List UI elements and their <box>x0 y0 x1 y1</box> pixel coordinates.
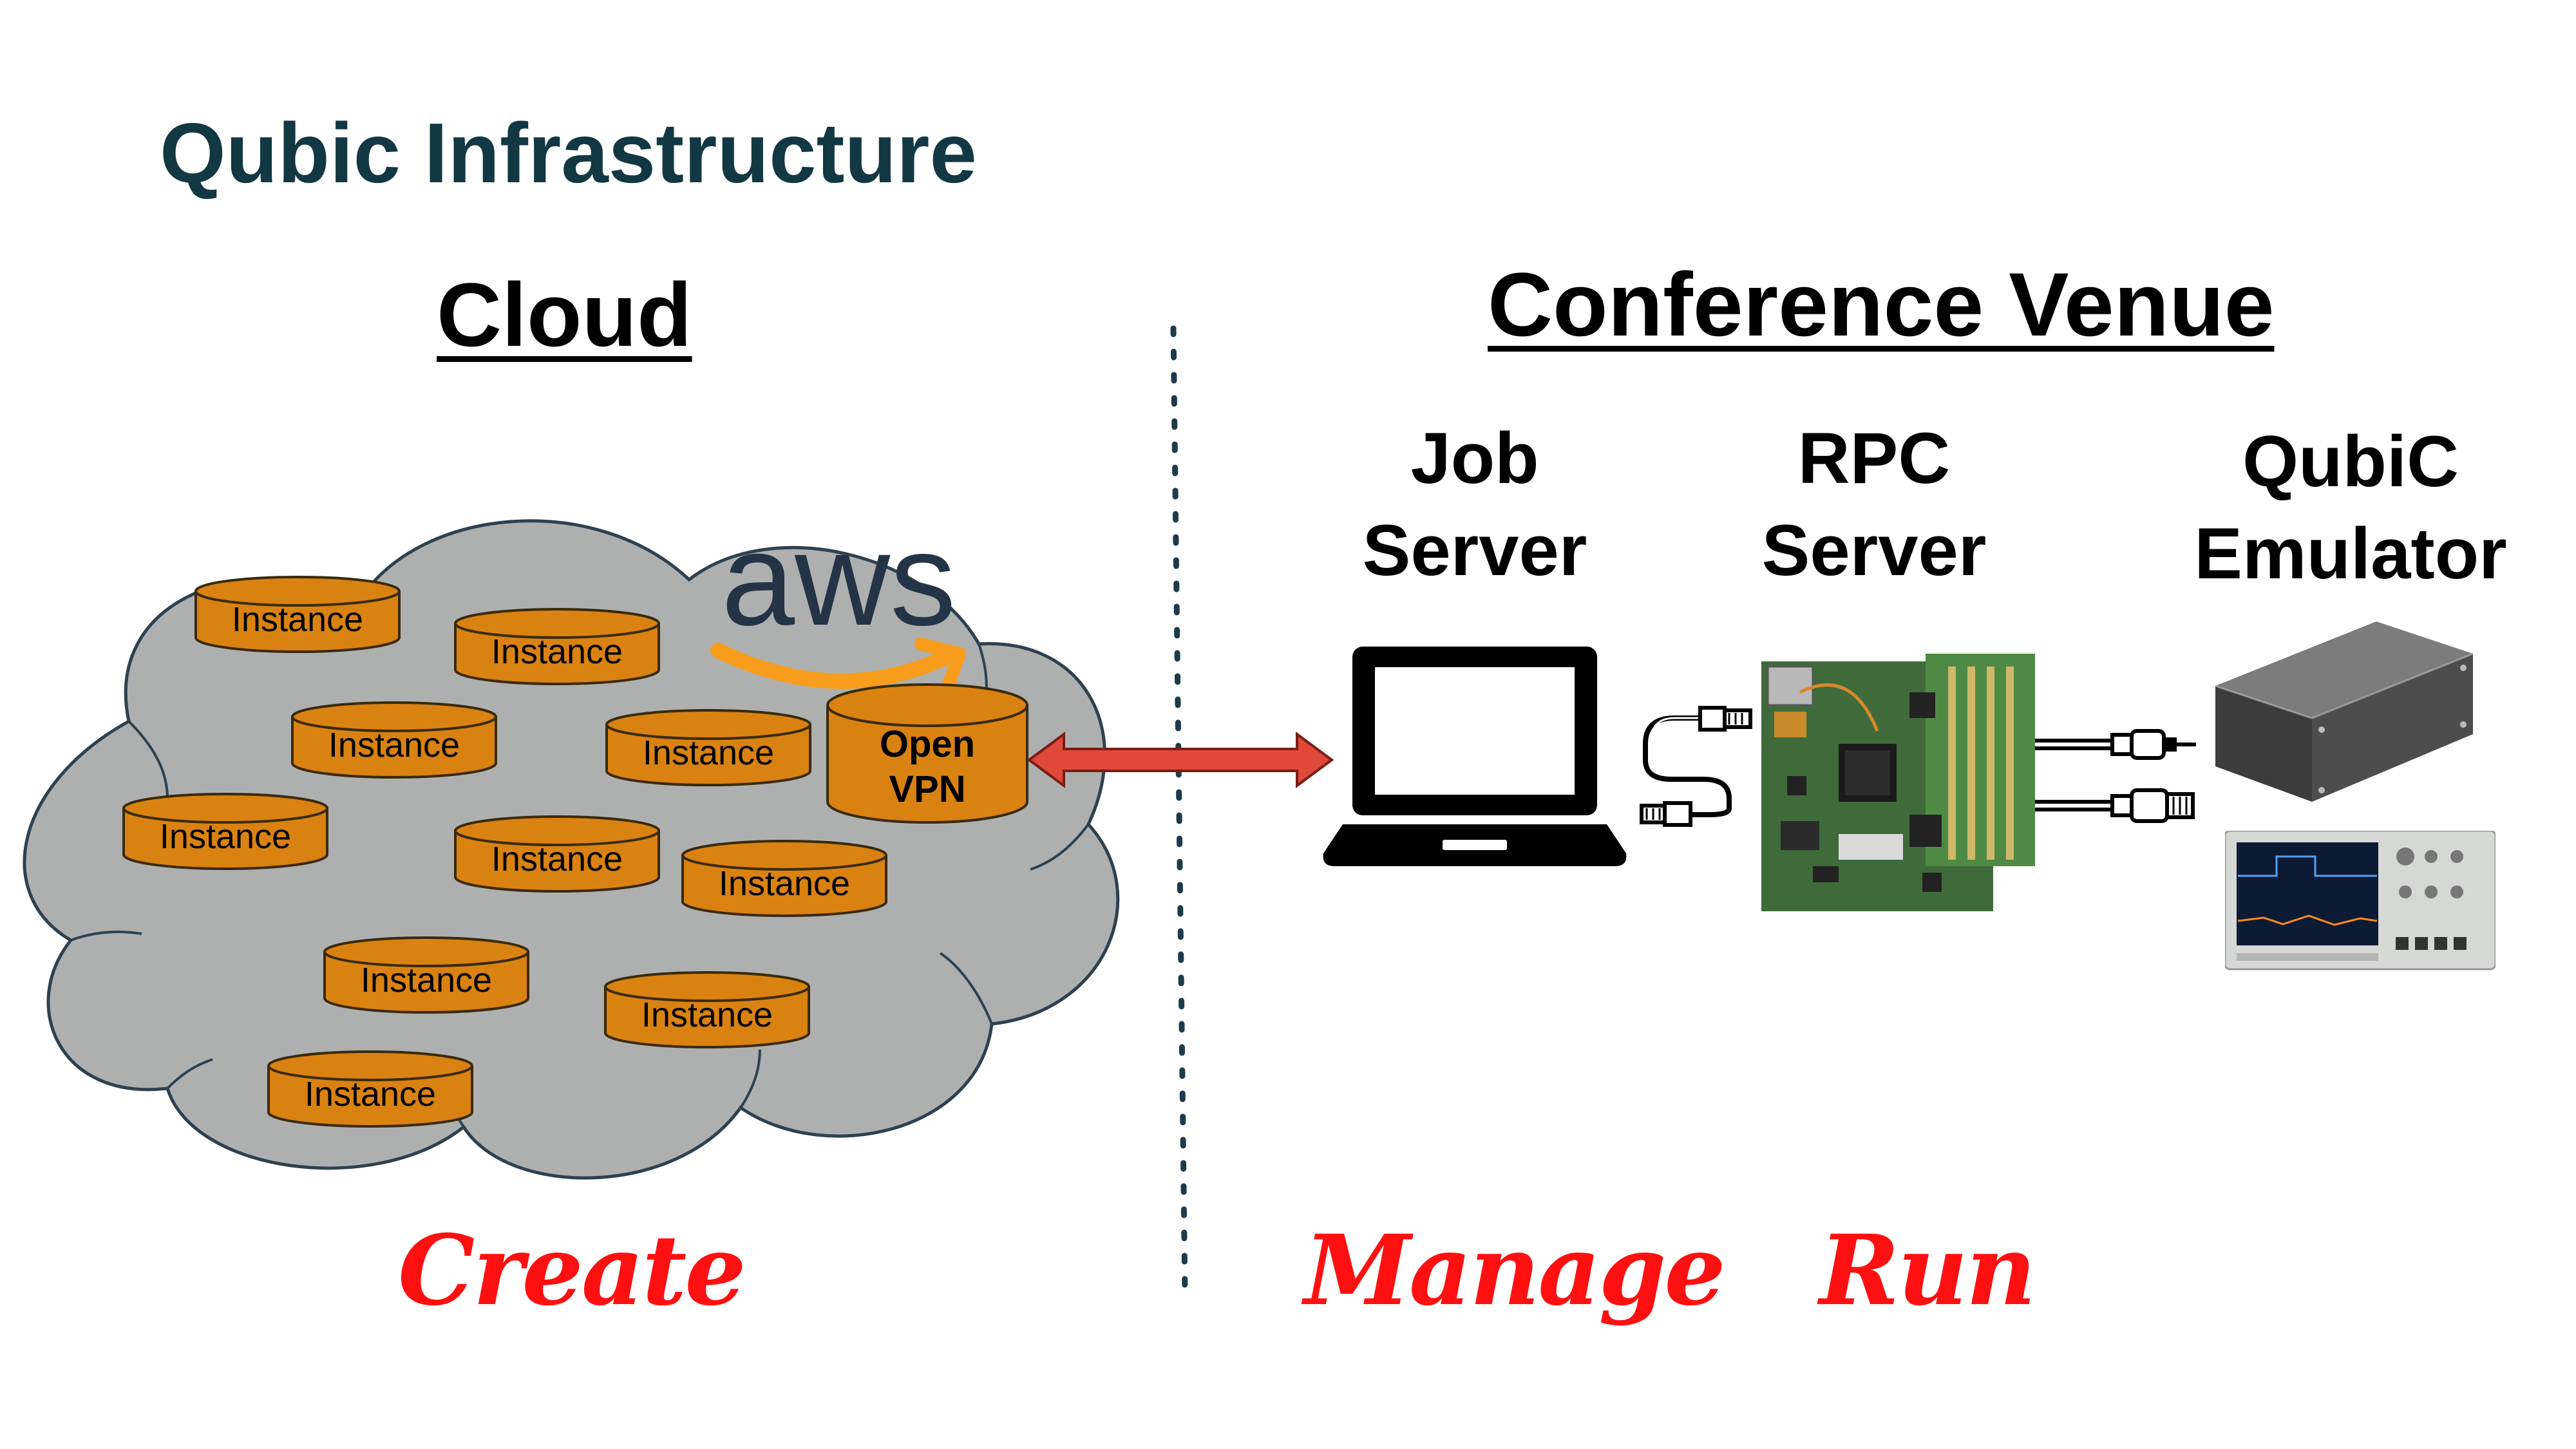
dotted-divider <box>1170 325 1188 1298</box>
create-label: Create <box>398 1214 746 1327</box>
instance-label: Instance <box>641 996 773 1034</box>
instance-label: Instance <box>232 600 363 639</box>
instance-cylinder: Instance <box>454 815 660 893</box>
instance-label: Instance <box>491 840 623 878</box>
aws-logo-text: aws <box>721 506 956 653</box>
instance-cylinder: Instance <box>604 971 810 1048</box>
oscilloscope-image <box>2225 831 2496 971</box>
instance-cylinder: Instance <box>323 936 529 1014</box>
openvpn-cylinder: Open VPN <box>826 683 1028 824</box>
conference-venue-heading: Conference Venue <box>1488 254 2275 355</box>
instance-label: Instance <box>491 632 623 671</box>
coax-cable-icon <box>2035 729 2196 823</box>
openvpn-label-line2: VPN <box>889 768 965 810</box>
aws-logo: aws <box>710 506 966 696</box>
instance-cylinder: Instance <box>605 709 811 786</box>
ethernet-cable-icon <box>1640 706 1752 827</box>
manage-label: Manage <box>1304 1214 1726 1327</box>
instance-label: Instance <box>643 734 774 772</box>
instance-label: Instance <box>719 864 850 903</box>
run-label: Run <box>1819 1214 2036 1327</box>
instance-cylinder: Instance <box>194 576 401 653</box>
instance-label: Instance <box>305 1075 436 1113</box>
openvpn-label-line1: Open <box>880 723 975 765</box>
bidirectional-arrow <box>1027 732 1334 788</box>
laptop-icon <box>1323 647 1627 866</box>
instance-cylinder: Instance <box>267 1050 473 1128</box>
page-title: Qubic Infrastructure <box>160 106 977 200</box>
emulator-enclosure-image <box>2215 621 2474 802</box>
instance-label: Instance <box>328 726 460 764</box>
cloud-heading: Cloud <box>437 264 692 365</box>
instance-cylinder: Instance <box>291 701 497 779</box>
instance-cylinder: Instance <box>122 793 328 870</box>
instance-label: Instance <box>361 961 492 999</box>
instance-cylinder: Instance <box>681 840 887 917</box>
instance-label: Instance <box>160 817 291 856</box>
fpga-board-image <box>1761 654 2035 911</box>
instance-cylinder: Instance <box>454 608 660 685</box>
